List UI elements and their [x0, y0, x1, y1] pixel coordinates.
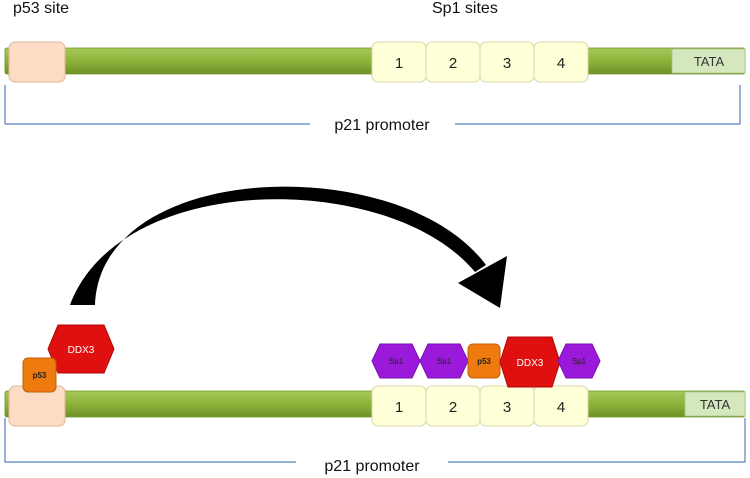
p53-site-complex: DDX3 p53	[22, 324, 115, 393]
bottom-site-number: 2	[449, 399, 457, 416]
ddx3-label: DDX3	[68, 345, 95, 356]
arrow-body	[70, 186, 486, 305]
top-site-number: 4	[557, 55, 565, 72]
top-site-number: 3	[503, 55, 511, 72]
top-promoter-bracket	[4, 85, 741, 125]
sp1-label: Sp1	[437, 357, 452, 366]
sp1-sites-label: Sp1 sites	[432, 0, 498, 17]
arrow-head	[458, 256, 507, 308]
bottom-promoter-bracket	[4, 418, 746, 463]
bottom-sp1-site-4	[533, 385, 589, 427]
bottom-site-number: 1	[395, 399, 403, 416]
ddx3-protein-left	[47, 324, 115, 374]
top-panel: TATA 1 2 3 4 p21 promoter	[4, 41, 746, 134]
bottom-tata-label: TATA	[700, 397, 731, 412]
sp1-label: Sp1	[572, 357, 587, 366]
p53-site-label: p53 site	[13, 0, 70, 17]
p53-label: p53	[33, 371, 47, 380]
ddx3-label: DDX3	[517, 358, 544, 369]
top-site-number: 2	[449, 55, 457, 72]
sp1-label: Sp1	[389, 357, 404, 366]
sp1-protein	[557, 343, 601, 379]
bottom-tata-box	[684, 391, 746, 417]
top-sp1-site-4	[533, 41, 589, 83]
translocation-arrow	[70, 186, 507, 308]
top-tata-label: TATA	[694, 54, 725, 69]
p53-label: p53	[477, 357, 491, 366]
top-promoter-label: p21 promoter	[334, 117, 430, 134]
sp1-site-complex: Sp1 Sp1 p53 DDX3 Sp1	[371, 336, 601, 388]
top-tata-box	[671, 48, 746, 74]
top-site-number: 1	[395, 55, 403, 72]
bottom-site-number: 3	[503, 399, 511, 416]
p53-protein-left	[22, 357, 57, 393]
bottom-panel: TATA 1 2 3 4 p21 promoter DDX3 p53 Sp1 S…	[4, 324, 746, 475]
top-p53-site-box	[8, 41, 66, 83]
bottom-site-number: 4	[557, 399, 565, 416]
bottom-promoter-label: p21 promoter	[324, 458, 420, 475]
